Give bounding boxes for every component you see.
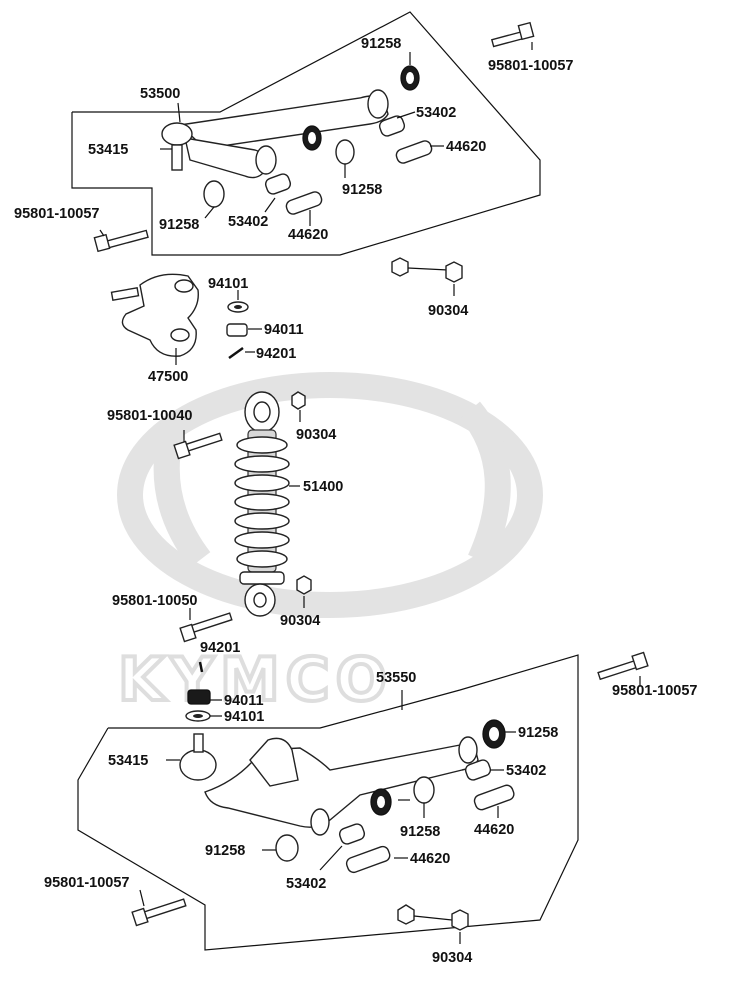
upper-label-53500: 53500 <box>140 86 180 102</box>
upper-arm-boundary <box>71 11 541 256</box>
shock-label-90304-bottom: 90304 <box>280 613 320 629</box>
knuckle-label-47500: 47500 <box>148 369 188 385</box>
lower-label-90304: 90304 <box>432 950 472 966</box>
knuckle-lower-eye <box>170 328 190 342</box>
knuckle-label-94101: 94101 <box>208 276 248 292</box>
shock-group: 95801-10040 90304 51400 95801-10050 9030… <box>107 391 343 725</box>
lower-arm <box>204 743 479 828</box>
upper-collar-53402-b <box>264 173 292 195</box>
shock-nut-90304-top <box>291 391 306 410</box>
lower-nut-hex-left <box>397 904 415 925</box>
upper-label-95801-10057-left: 95801-10057 <box>14 206 99 222</box>
lower-label-53402-a: 53402 <box>506 763 546 779</box>
lower-label-44620-a: 44620 <box>474 822 514 838</box>
shock-castle-nut-94011 <box>187 689 211 705</box>
upper-label-91258-low: 91258 <box>159 217 199 233</box>
upper-bushing-91258-top-hole <box>406 72 414 84</box>
knuckle-label-94201: 94201 <box>256 346 296 362</box>
lower-label-53415: 53415 <box>108 753 148 769</box>
lower-label-91258-mid: 91258 <box>400 824 440 840</box>
upper-bushing-91258-flat <box>335 139 355 165</box>
shock-label-95801-10050: 95801-10050 <box>112 593 197 609</box>
lower-label-91258-right: 91258 <box>518 725 558 741</box>
upper-sleeve-44620-b <box>285 191 323 215</box>
shock-nut-90304-bottom <box>296 575 312 595</box>
upper-sleeve-44620-a <box>395 140 433 164</box>
knuckle-label-90304: 90304 <box>428 303 468 319</box>
lower-arm-group: 53550 95801-10057 91258 53415 53402 4462… <box>44 651 697 966</box>
lower-bolt-95801-10057-right <box>597 651 649 681</box>
lower-label-95801-10057-right: 95801-10057 <box>612 683 697 699</box>
knuckle-cotter-pin-94201 <box>228 346 244 360</box>
upper-label-91258-mid: 91258 <box>342 182 382 198</box>
upper-bushing-91258-low <box>203 180 225 208</box>
lower-bolt-95801-10057-left <box>131 898 187 927</box>
shock-label-51400: 51400 <box>303 479 343 495</box>
upper-arm-pivot-right <box>367 89 389 119</box>
kymco-watermark: KYMCO <box>116 372 543 717</box>
shock-bolt-95801-10040 <box>173 432 223 460</box>
knuckle-nut-hex-left <box>391 257 409 277</box>
lower-sleeve-44620-b <box>345 845 391 874</box>
upper-arm <box>178 95 389 149</box>
shock-top-eye-hole <box>253 401 271 423</box>
upper-label-44620-a: 44620 <box>446 139 486 155</box>
knuckle-spindle <box>110 286 140 302</box>
lower-sleeve-44620-a <box>473 784 515 811</box>
shock-lower-seat <box>239 571 285 585</box>
knuckle-upper-eye <box>174 279 194 293</box>
lower-arm-shock-mount <box>249 737 299 787</box>
lower-arm-pivot-left <box>310 808 330 836</box>
watermark-brand: KYMCO <box>118 645 393 715</box>
shock-washer-hole <box>193 714 203 718</box>
shock-label-90304-top: 90304 <box>296 427 336 443</box>
lower-bushing-91258-mid <box>413 776 435 804</box>
upper-label-53402-a: 53402 <box>416 105 456 121</box>
upper-bolt-95801-10057-left <box>93 229 149 253</box>
upper-label-95801-10057-right: 95801-10057 <box>488 58 573 74</box>
knuckle-label-94011: 94011 <box>264 322 304 338</box>
upper-ball-joint <box>161 122 193 146</box>
lower-bushing-91258-left <box>275 834 299 862</box>
shock-cotter-pin-94201 <box>198 661 204 673</box>
upper-label-44620-b: 44620 <box>288 227 328 243</box>
shock-label-94201: 94201 <box>200 640 240 656</box>
lower-collar-53402-b <box>338 823 366 845</box>
lower-label-95801-10057-left: 95801-10057 <box>44 875 129 891</box>
lower-collar-53402-a <box>464 759 492 781</box>
upper-ball-joint-stud <box>171 144 183 171</box>
shock-label-94101: 94101 <box>224 709 264 725</box>
shock-label-94011: 94011 <box>224 693 264 709</box>
upper-bolt-95801-10057-right <box>490 21 535 48</box>
upper-arm-group: 91258 95801-10057 53500 53402 53415 4462… <box>14 11 573 256</box>
knuckle-washer-hole <box>234 305 242 309</box>
knuckle-castle-nut-94011 <box>226 323 248 337</box>
lower-label-91258-left: 91258 <box>205 843 245 859</box>
lower-bushing-91258-right-hole <box>489 727 499 741</box>
upper-label-91258-top: 91258 <box>361 36 401 52</box>
lower-label-53402-b: 53402 <box>286 876 326 892</box>
shock-bolt-95801-10050 <box>179 612 233 643</box>
knuckle-group: 94101 94011 94201 47500 90304 <box>110 257 468 385</box>
lower-bushing-91258-mid-dark-hole <box>377 796 385 808</box>
upper-collar-53402-a <box>378 115 406 137</box>
shock-spring <box>234 436 290 568</box>
lower-ball-joint <box>179 749 217 781</box>
upper-label-53415: 53415 <box>88 142 128 158</box>
upper-bushing-91258-mid-hole <box>308 132 316 144</box>
lower-ball-joint-stud <box>193 733 204 753</box>
lower-arm-pivot-right <box>458 736 478 764</box>
shock-bottom-eye-hole <box>253 592 267 608</box>
lower-arm-boundary <box>77 654 579 951</box>
lower-label-53550: 53550 <box>376 670 416 686</box>
upper-arm-pivot-left <box>255 145 277 175</box>
lower-nut-90304 <box>451 909 469 931</box>
shock-label-95801-10040: 95801-10040 <box>107 408 192 424</box>
lower-label-44620-b: 44620 <box>410 851 450 867</box>
knuckle-nut-90304 <box>445 261 463 283</box>
upper-label-53402-b: 53402 <box>228 214 268 230</box>
